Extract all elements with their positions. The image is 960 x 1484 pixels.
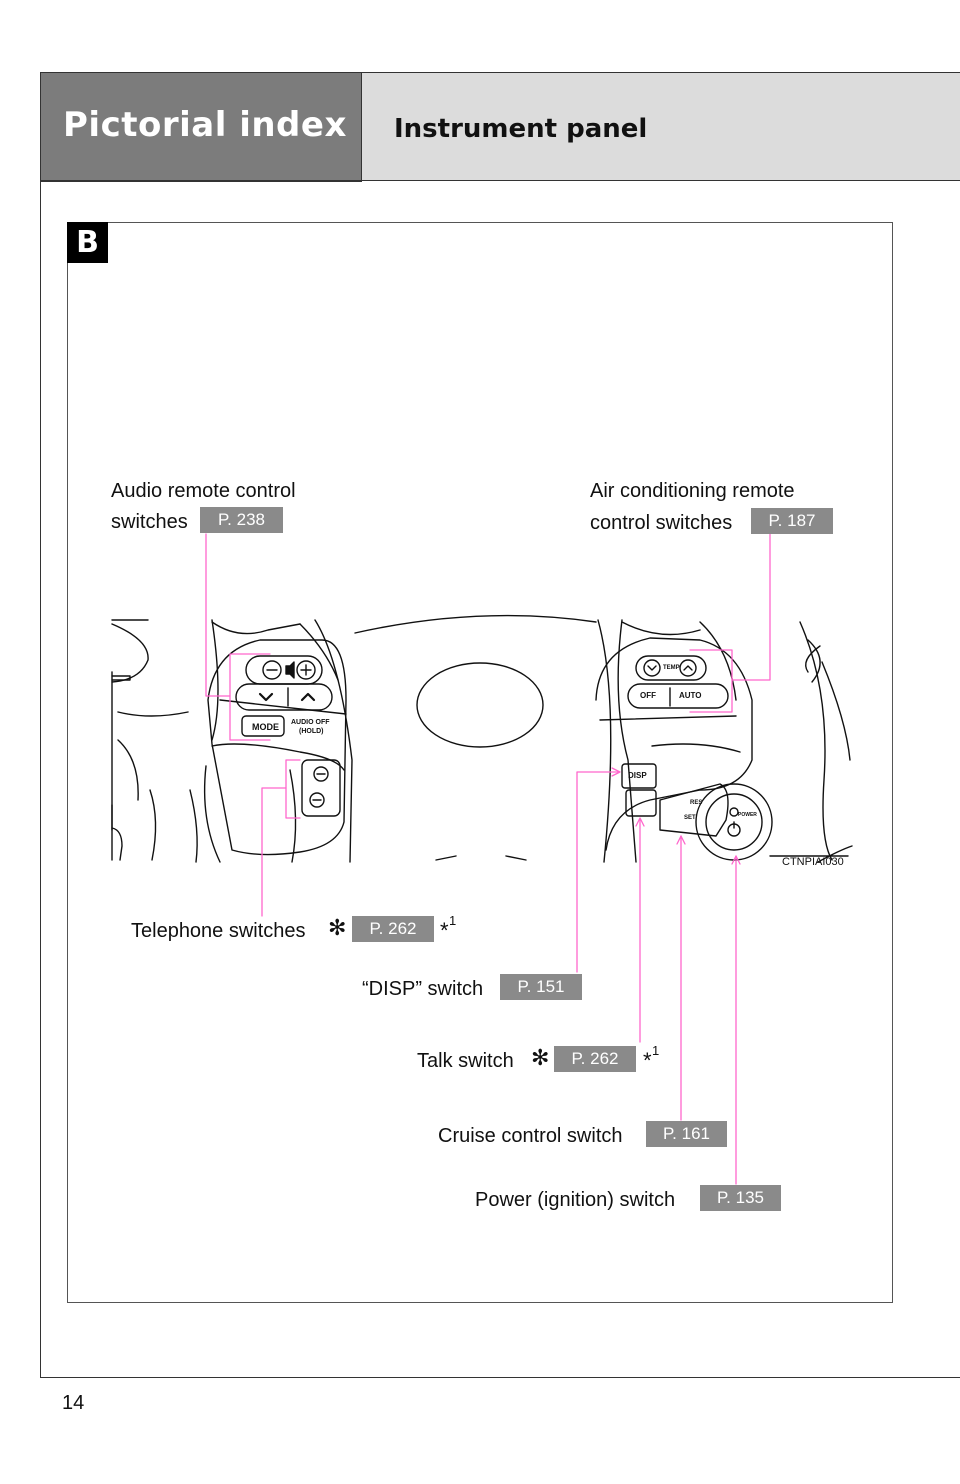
disp-arrow xyxy=(611,767,621,777)
telephone-note-mark: * xyxy=(440,918,449,943)
aircon-leader xyxy=(731,533,771,681)
figure-code: CTNPIAI030 xyxy=(782,856,844,868)
disp-button xyxy=(621,763,657,789)
header-divider xyxy=(41,180,362,182)
telephone-note-number: 1 xyxy=(449,913,457,928)
dashboard-left-curve xyxy=(111,623,149,683)
res-label: RES xyxy=(690,800,703,806)
power-switch-label: POWER xyxy=(738,812,757,818)
off-button-label: OFF xyxy=(640,691,656,700)
audio-off-button-label: AUDIO OFF xyxy=(291,719,330,726)
talk-option-star: ✻ xyxy=(531,1045,550,1070)
off-auto-buttons xyxy=(627,683,729,709)
talk-button xyxy=(625,789,657,817)
power-callout-label: Power (ignition) switch xyxy=(475,1189,676,1211)
talk-arrow xyxy=(635,817,645,827)
telephone-page-ref[interactable]: P. 262 xyxy=(352,916,434,942)
wheel-rim-right xyxy=(621,621,701,636)
section-header: Pictorial index xyxy=(41,73,362,181)
aircon-page-ref[interactable]: P. 187 xyxy=(751,508,833,534)
set-label: SET xyxy=(684,815,696,821)
dashboard-top-arc xyxy=(354,614,597,634)
audio-leader xyxy=(205,533,231,697)
temp-button-label: TEMP xyxy=(663,665,680,671)
disp-callout-label: “DISP” switch xyxy=(362,978,484,1000)
cruise-page-ref[interactable]: P. 161 xyxy=(646,1121,727,1147)
audio-callout-line1: Audio remote control xyxy=(111,480,296,502)
audio-page-ref[interactable]: P. 238 xyxy=(200,507,283,533)
right-spoke xyxy=(595,637,753,851)
telephone-callout-label: Telephone switches xyxy=(131,920,306,942)
disp-leader xyxy=(576,771,619,973)
mode-button-label: MODE xyxy=(252,722,279,732)
mode-button xyxy=(241,715,285,737)
telephone-option-star: ✻ xyxy=(328,915,347,940)
aircon-callout-line1: Air conditioning remote xyxy=(590,480,795,502)
page-header: Instrument panel xyxy=(362,73,960,181)
steering-hub xyxy=(416,662,544,748)
section-tag: B xyxy=(67,222,108,263)
hold-label: (HOLD) xyxy=(299,728,324,735)
page-frame xyxy=(40,72,960,1378)
cruise-callout-label: Cruise control switch xyxy=(438,1125,623,1147)
cruise-arrow xyxy=(676,835,686,845)
page-title: Instrument panel xyxy=(394,114,648,144)
talk-callout-label: Talk switch xyxy=(417,1050,514,1072)
seek-buttons xyxy=(235,683,333,711)
diagram-panel xyxy=(67,222,893,1303)
disp-page-ref[interactable]: P. 151 xyxy=(500,974,582,1000)
disp-button-label: DISP xyxy=(628,771,647,780)
audio-callout-line2: switches xyxy=(111,511,188,533)
telephone-leader xyxy=(261,787,287,917)
aircon-bracket xyxy=(689,649,733,713)
temp-buttons xyxy=(635,655,707,681)
left-spoke xyxy=(207,639,347,856)
talk-page-ref[interactable]: P. 262 xyxy=(554,1046,636,1072)
aircon-callout-line2: control switches xyxy=(590,512,733,534)
telephone-buttons xyxy=(301,759,341,817)
power-arrow xyxy=(731,855,741,865)
power-page-ref[interactable]: P. 135 xyxy=(700,1185,781,1211)
telephone-bracket xyxy=(285,759,301,819)
cruise-control-lever xyxy=(659,783,729,837)
talk-note-mark: * xyxy=(643,1048,652,1073)
section-title: Pictorial index xyxy=(63,105,347,145)
page-number: 14 xyxy=(62,1392,85,1414)
audio-bracket xyxy=(229,653,271,741)
auto-button-label: AUTO xyxy=(679,691,702,700)
talk-note-number: 1 xyxy=(652,1043,660,1058)
wheel-rim-left xyxy=(211,621,301,635)
